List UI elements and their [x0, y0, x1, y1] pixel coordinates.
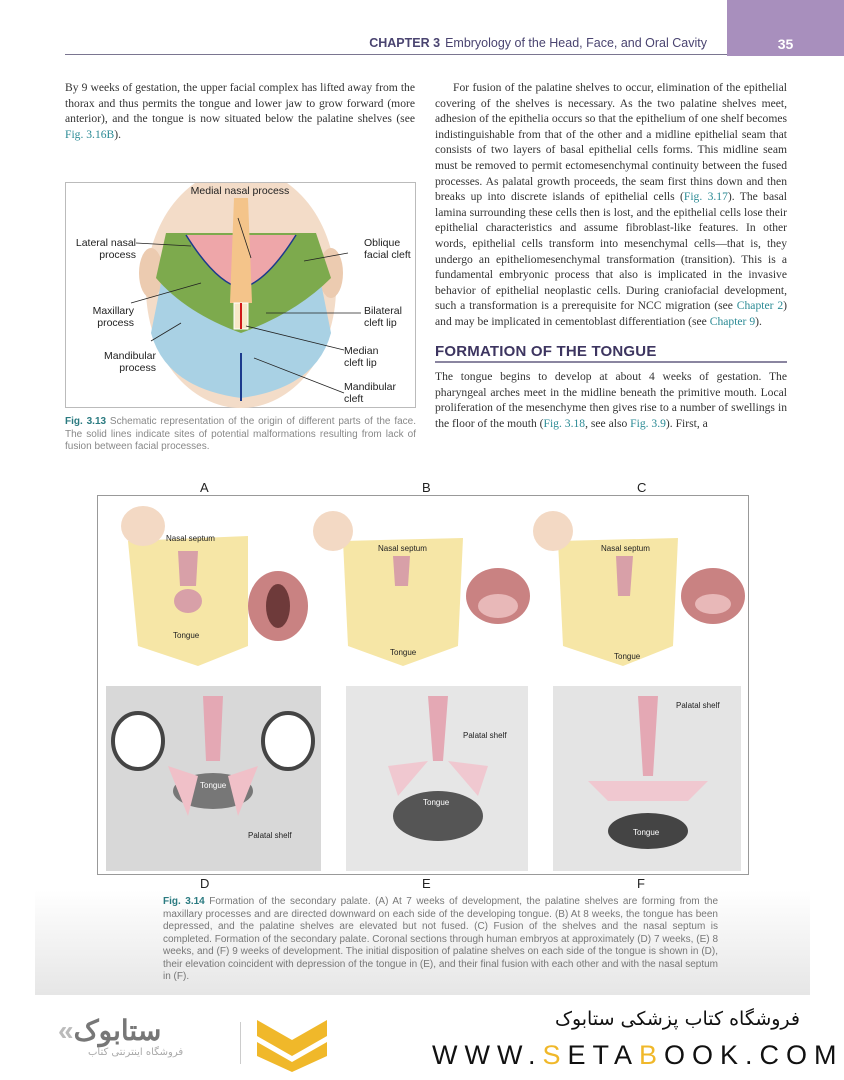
store-banner: «ستابوک فروشگاه اینترنتی کتاب فروشگاه کت…	[0, 1000, 844, 1080]
chapter-number: CHAPTER 3	[369, 36, 441, 50]
text: ). First, a	[665, 416, 708, 430]
panel-label-c: C	[637, 480, 647, 495]
fig-link[interactable]: Fig. 3.16B	[65, 127, 115, 141]
text: ).	[755, 314, 762, 328]
caption-label: Fig. 3.13	[65, 416, 107, 427]
face-diagram	[130, 183, 361, 408]
label-tongue-a: Tongue	[173, 631, 200, 640]
url-part: WWW.	[432, 1040, 543, 1070]
chevron-logo-icon	[257, 1020, 327, 1072]
fig-link[interactable]: Fig. 3.9	[630, 416, 666, 430]
label-palatal-shelf-d: Palatal shelf	[248, 831, 292, 840]
label-mandibular: Mandibular process	[104, 350, 156, 374]
panel-c-drawing	[533, 511, 745, 666]
text: The tongue begins to develop at about 4 …	[435, 370, 787, 430]
label-tongue-d: Tongue	[200, 781, 227, 790]
chapter-link[interactable]: Chapter 2	[736, 299, 784, 313]
logo-tagline: فروشگاه اینترنتی کتاب	[88, 1047, 184, 1058]
label-palatal-shelf-e: Palatal shelf	[463, 731, 507, 740]
left-paragraph: By 9 weeks of gestation, the upper facia…	[65, 80, 415, 142]
caption-text: Formation of the secondary palate. (A) A…	[163, 896, 718, 982]
url-part: ETA	[567, 1040, 639, 1070]
caption-text: Schematic representation of the origin o…	[65, 416, 416, 452]
label-medial-nasal: Medial nasal process	[190, 185, 290, 197]
label-maxillary: Maxillary process	[92, 305, 134, 329]
label-oblique: Oblique facial cleft	[364, 237, 411, 261]
header-rule	[65, 54, 727, 55]
right-column: For fusion of the palatine shelves to oc…	[435, 80, 787, 431]
label-bilateral: Bilateral cleft lip	[364, 305, 402, 329]
section-heading: FORMATION OF THE TONGUE	[435, 343, 787, 364]
label-tongue-b: Tongue	[390, 648, 417, 657]
figure-3-13: Medial nasal process Lateral nasal proce…	[65, 182, 416, 408]
panel-label-a: A	[200, 480, 209, 495]
label-tongue-e: Tongue	[423, 798, 450, 807]
right-paragraph-2: The tongue begins to develop at about 4 …	[435, 369, 787, 431]
fig-link[interactable]: Fig. 3.17	[683, 190, 728, 204]
text: ).	[114, 127, 122, 141]
page-number: 35	[727, 0, 844, 56]
figure-3-14: Nasal septum Tongue Nasal septum Tongue …	[97, 495, 749, 875]
chapter-link[interactable]: Chapter 9	[709, 314, 756, 328]
fig13-caption: Fig. 3.13 Schematic representation of th…	[65, 416, 416, 454]
label-mandibular-cleft: Mandibular cleft	[344, 381, 396, 405]
url-part: B	[639, 1040, 665, 1070]
text: For fusion of the palatine shelves to oc…	[435, 81, 787, 204]
fig14-caption: Fig. 3.14 Formation of the secondary pal…	[163, 896, 718, 984]
panel-b-drawing	[313, 511, 530, 666]
store-url[interactable]: WWW.SETABOOK.COM	[432, 1040, 844, 1071]
text: By 9 weeks of gestation, the upper facia…	[65, 81, 415, 126]
label-palatal-shelf-f: Palatal shelf	[676, 701, 720, 710]
palate-illustrations	[106, 506, 745, 871]
text: ). The basal lamina surrounding these ce…	[435, 190, 787, 313]
text: ) and may be implicated in cementoblast …	[435, 299, 787, 328]
fig-link[interactable]: Fig. 3.18	[543, 416, 586, 430]
url-part: S	[542, 1040, 568, 1070]
label-nasal-septum-a: Nasal septum	[166, 534, 215, 543]
label-lateral-nasal: Lateral nasal process	[75, 237, 136, 261]
label-tongue-c: Tongue	[614, 652, 641, 661]
url-part: OOK.COM	[664, 1040, 844, 1070]
text: , see also	[585, 416, 631, 430]
label-nasal-septum-b: Nasal septum	[378, 544, 427, 553]
setabook-logo: «ستابوک فروشگاه اینترنتی کتاب	[58, 1014, 238, 1064]
label-nasal-septum-c: Nasal septum	[601, 544, 650, 553]
caption-background	[35, 890, 810, 995]
label-tongue-f: Tongue	[633, 828, 660, 837]
caption-label: Fig. 3.14	[163, 896, 205, 907]
panel-label-e: E	[422, 876, 431, 891]
chapter-title: Embryology of the Head, Face, and Oral C…	[445, 36, 707, 50]
left-column: By 9 weeks of gestation, the upper facia…	[65, 80, 415, 142]
running-header: CHAPTER 3 Embryology of the Head, Face, a…	[65, 36, 727, 52]
panel-label-f: F	[637, 876, 645, 891]
panel-label-d: D	[200, 876, 210, 891]
label-median: Median cleft lip	[344, 345, 379, 369]
store-name: فروشگاه کتاب پزشکی ستابوک	[554, 1008, 800, 1030]
panel-a-drawing	[121, 506, 308, 666]
panel-label-b: B	[422, 480, 431, 495]
right-paragraph-1: For fusion of the palatine shelves to oc…	[435, 80, 787, 330]
